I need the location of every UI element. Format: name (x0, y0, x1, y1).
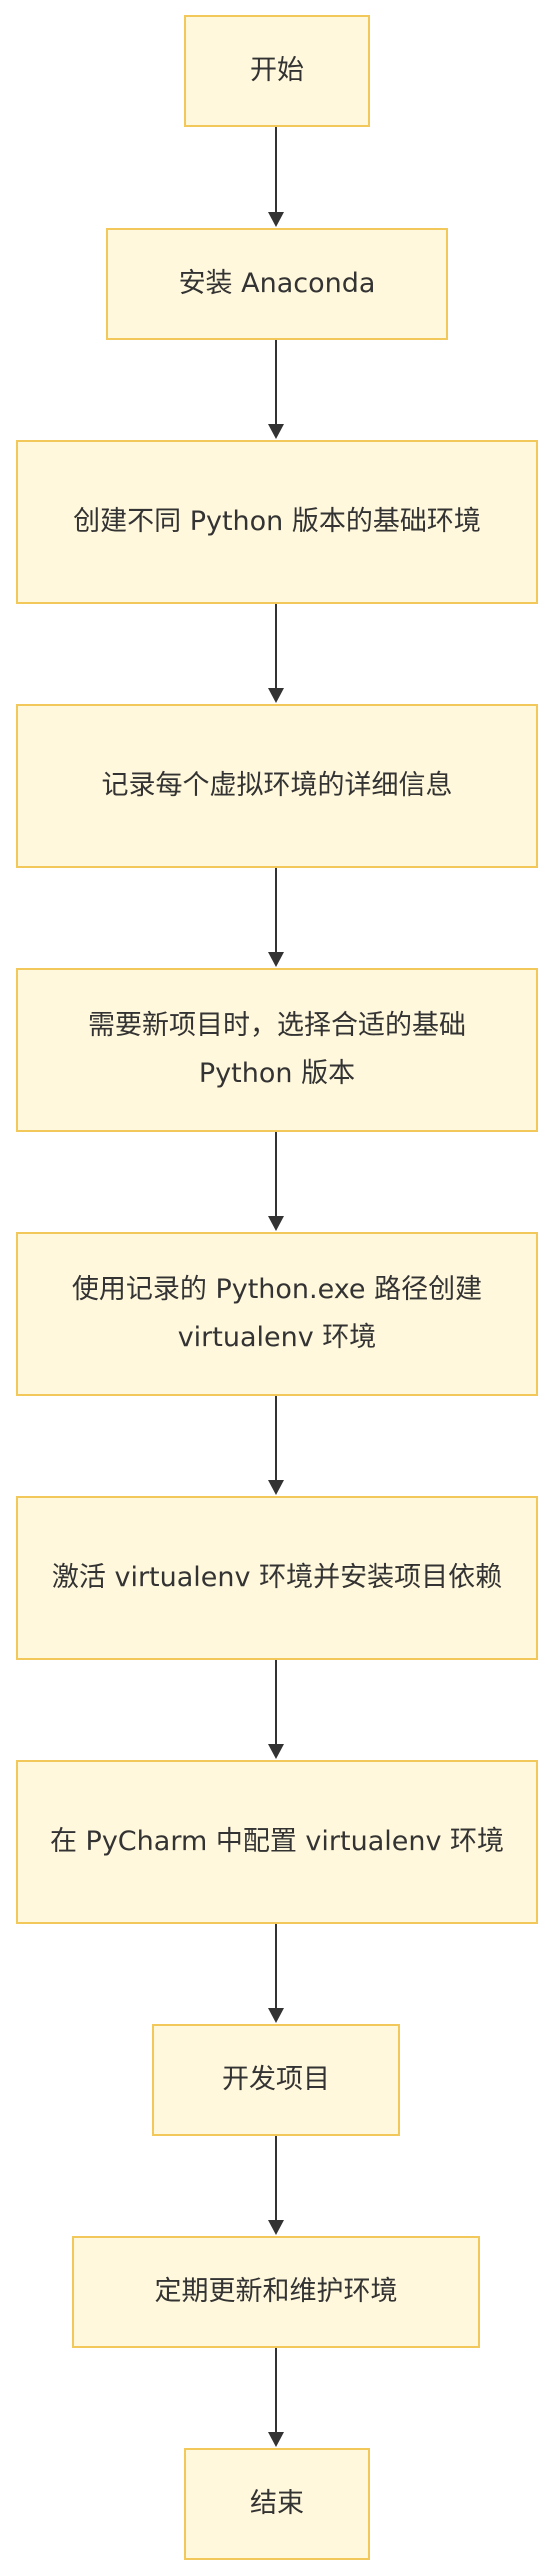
edge-arrowhead-7 (268, 1744, 284, 1759)
edge-arrowhead-3 (268, 688, 284, 703)
node-develop-project: 开发项目 (152, 2024, 400, 2136)
node-configure-pycharm-label: 在 PyCharm 中配置 virtualenv 环境 (49, 1826, 505, 1857)
node-activate-install-deps-label: 激活 virtualenv 环境并安装项目依赖 (51, 1562, 503, 1593)
edge-arrowhead-6 (268, 1480, 284, 1495)
node-install-anaconda: 安装 Anaconda (106, 228, 448, 340)
node-start-label: 开始 (250, 55, 304, 86)
edge-arrowhead-10 (268, 2432, 284, 2447)
node-end-label: 结束 (250, 2488, 304, 2519)
edge-arrowhead-2 (268, 424, 284, 439)
node-record-env-info-label: 记录每个虚拟环境的详细信息 (101, 770, 453, 801)
node-create-virtualenv: 使用记录的 Python.exe 路径创建 virtualenv 环境 (16, 1232, 538, 1396)
node-develop-project-label: 开发项目 (222, 2064, 330, 2095)
node-configure-pycharm: 在 PyCharm 中配置 virtualenv 环境 (16, 1760, 538, 1924)
node-end: 结束 (184, 2448, 370, 2560)
node-maintain-env-label: 定期更新和维护环境 (154, 2276, 398, 2307)
node-create-base-envs: 创建不同 Python 版本的基础环境 (16, 440, 538, 604)
node-install-anaconda-label: 安装 Anaconda (178, 268, 376, 299)
edge-arrowhead-5 (268, 1216, 284, 1231)
node-start: 开始 (184, 15, 370, 127)
node-maintain-env: 定期更新和维护环境 (72, 2236, 480, 2348)
edge-arrowhead-8 (268, 2008, 284, 2023)
node-activate-install-deps: 激活 virtualenv 环境并安装项目依赖 (16, 1496, 538, 1660)
node-choose-python-version-label: 需要新项目时，选择合适的基础 Python 版本 (88, 1010, 466, 1089)
node-create-virtualenv-label: 使用记录的 Python.exe 路径创建 virtualenv 环境 (71, 1274, 483, 1353)
edge-arrowhead-1 (268, 212, 284, 227)
node-create-base-envs-label: 创建不同 Python 版本的基础环境 (73, 506, 481, 537)
node-choose-python-version: 需要新项目时，选择合适的基础 Python 版本 (16, 968, 538, 1132)
edge-arrowhead-4 (268, 952, 284, 967)
edge-arrowhead-9 (268, 2220, 284, 2235)
node-record-env-info: 记录每个虚拟环境的详细信息 (16, 704, 538, 868)
